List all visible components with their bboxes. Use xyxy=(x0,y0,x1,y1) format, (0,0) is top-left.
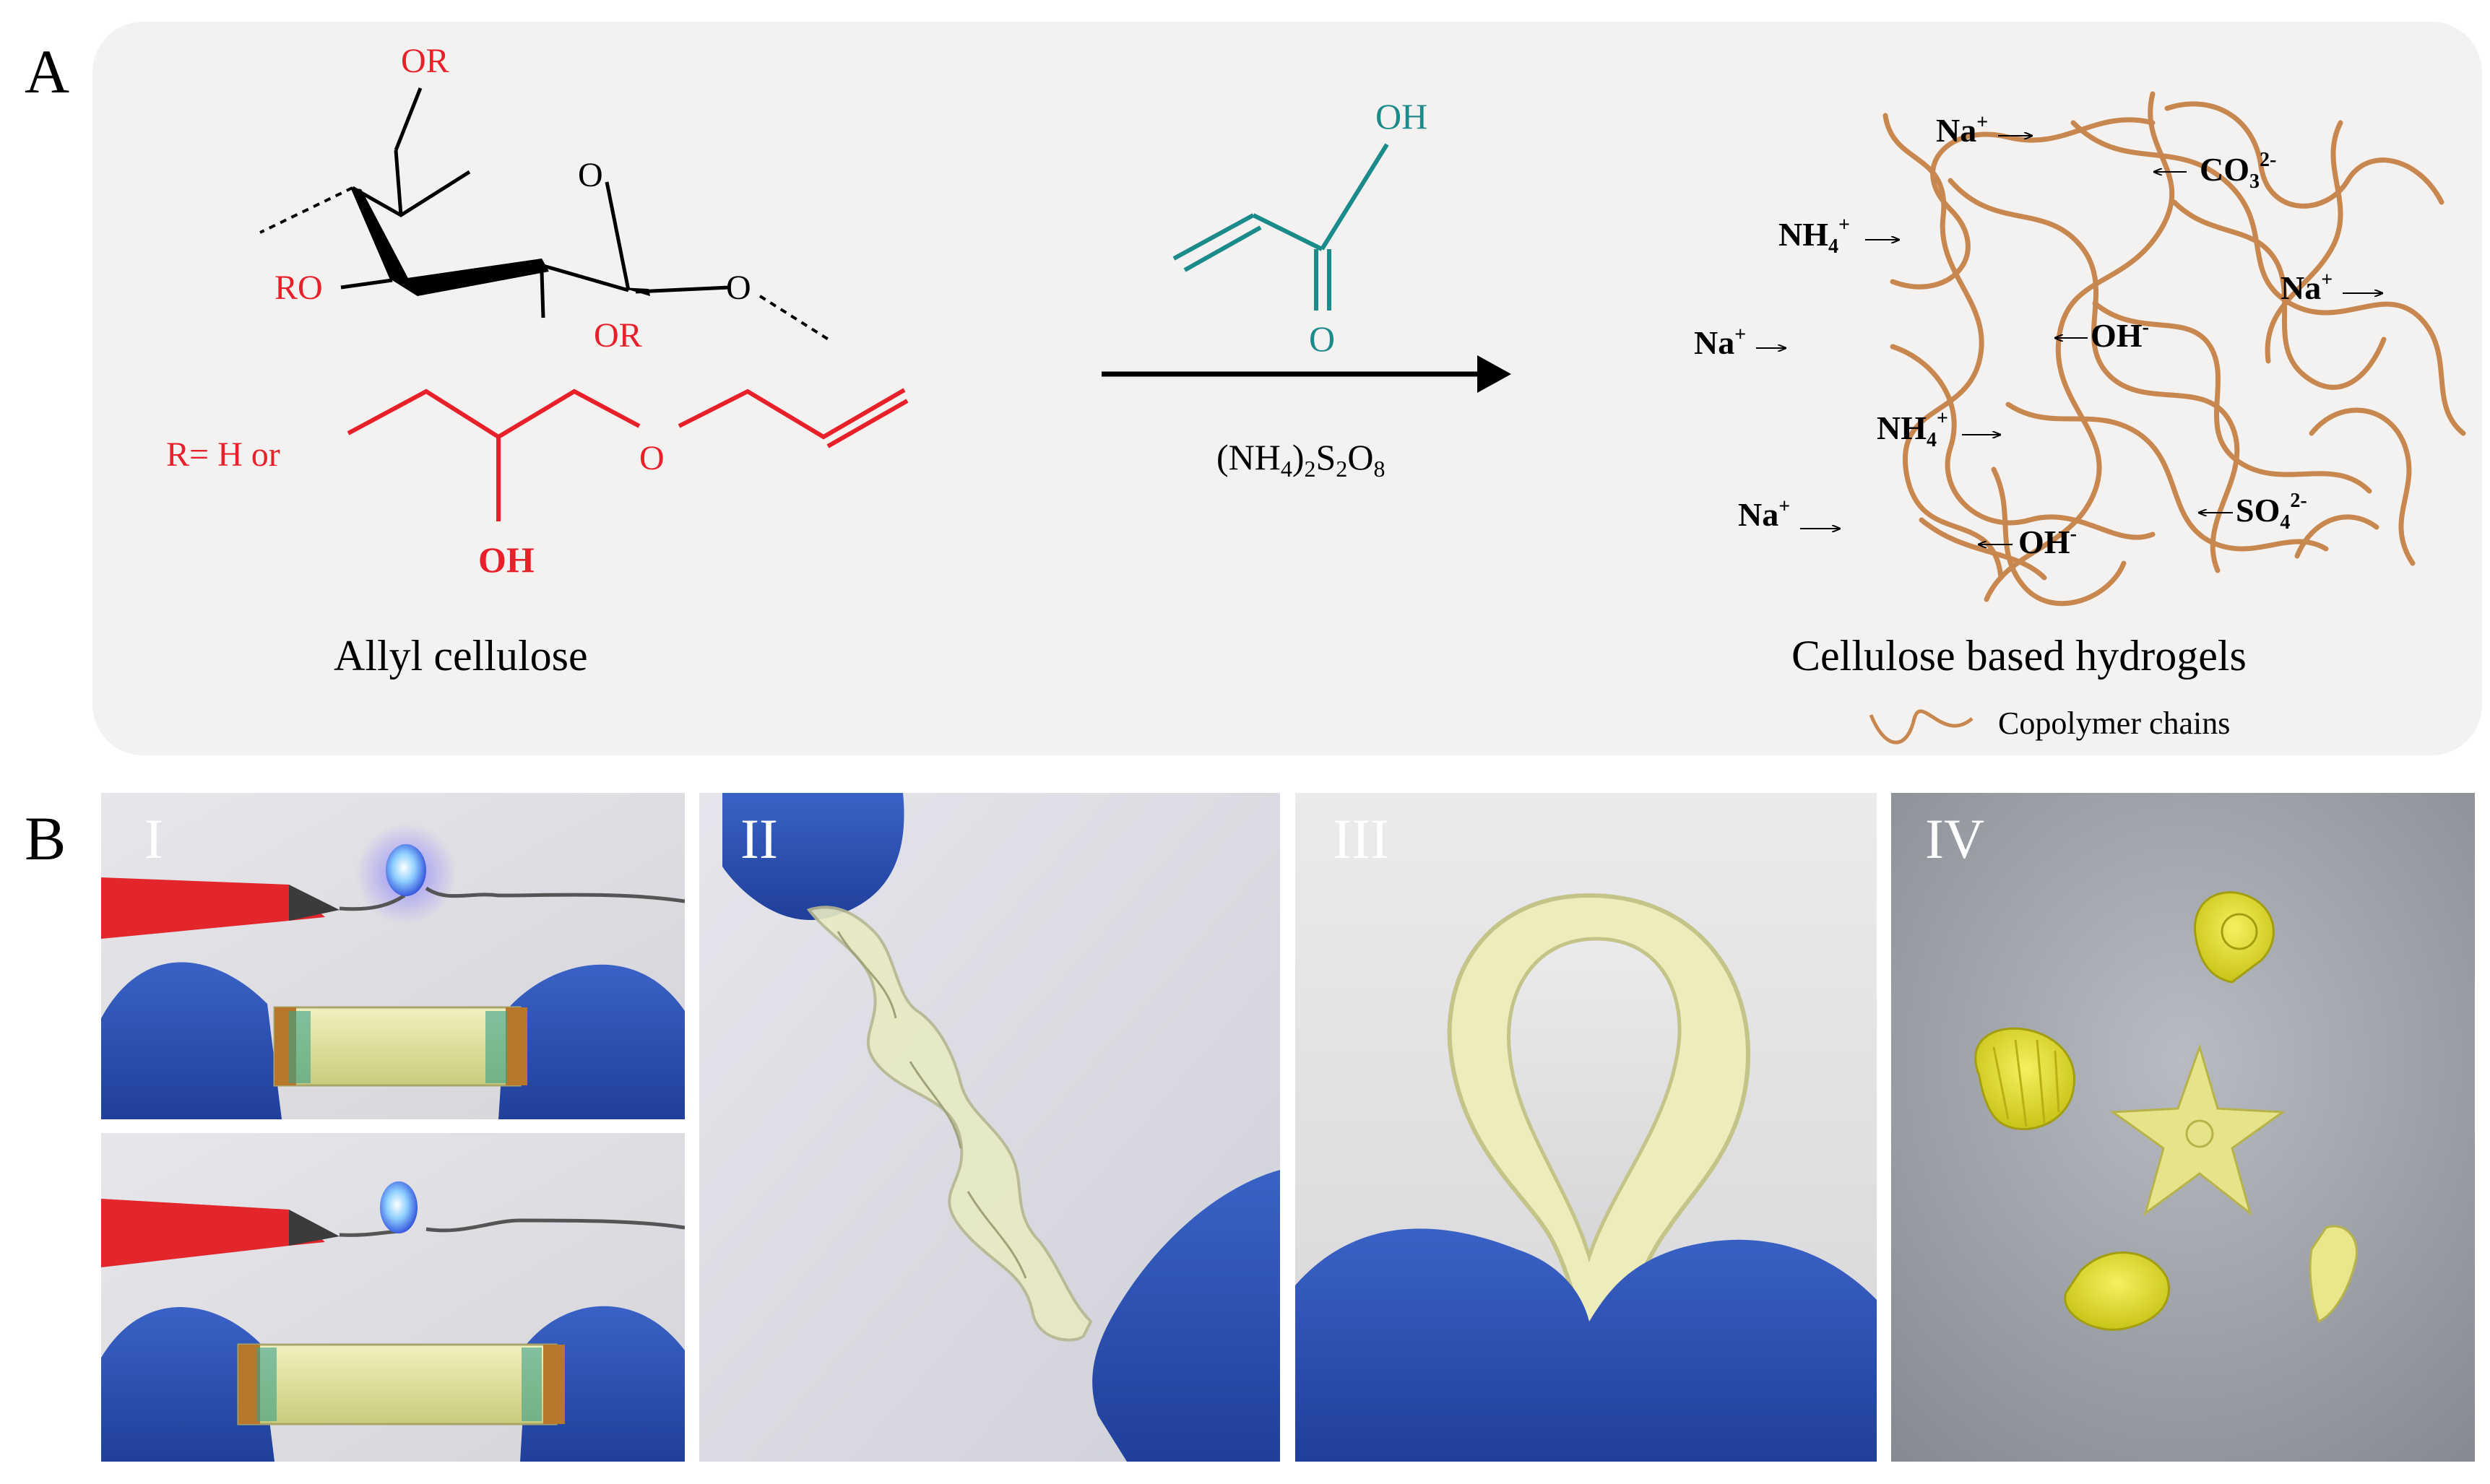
photo-i-top xyxy=(101,793,685,1119)
ion-nh4-1: NH4+ xyxy=(1778,214,1898,258)
ion-na-2: Na+ xyxy=(2281,269,2382,306)
cellulose-structure xyxy=(259,87,832,342)
svg-text:Na+: Na+ xyxy=(2281,269,2333,306)
panel-a-background xyxy=(92,22,2482,755)
legend-label: Copolymer chains xyxy=(1998,706,2230,741)
r-definition-label: R= H or xyxy=(166,435,280,474)
ion-na-4: Na+ xyxy=(1738,495,1839,533)
ion-nh4-2: NH4+ xyxy=(1877,407,2000,451)
hydroxyl-label: OH xyxy=(478,539,535,580)
ether-oxygen-label: O xyxy=(639,439,665,477)
ion-na-1: Na+ xyxy=(1936,111,2031,149)
glycosidic-oxygen-label: O xyxy=(726,269,751,307)
svg-text:OH-: OH- xyxy=(2091,316,2149,354)
copolymer-network xyxy=(1882,91,2466,607)
legend-chain-swatch xyxy=(1869,709,1974,745)
ion-na-3: Na+ xyxy=(1694,324,1785,361)
photo-i-bottom xyxy=(101,1133,685,1462)
photo-iii xyxy=(1295,793,1877,1462)
ion-so4: SO42- xyxy=(2200,490,2307,534)
ion-list: Na+ CO32- NH4+ Na+ Na+ OH- NH4+ Na+ xyxy=(1694,111,2382,560)
svg-text:Na+: Na+ xyxy=(1738,495,1790,533)
photo-label-iii: III xyxy=(1333,807,1389,870)
photo-label-iv: IV xyxy=(1925,807,1984,870)
ion-co3: CO32- xyxy=(2155,149,2276,193)
allyl-cellulose-caption: Allyl cellulose xyxy=(334,632,588,680)
ion-oh-1: OH- xyxy=(2056,316,2149,354)
photo-iv xyxy=(1891,793,2475,1462)
acrylic-o-label: O xyxy=(1309,318,1335,359)
allyl-side-chain xyxy=(347,388,909,521)
initiator-label: (NH4)2S2O8 xyxy=(1216,437,1385,482)
c2-or-label: OR xyxy=(594,316,642,355)
svg-text:OH-: OH- xyxy=(2018,523,2077,560)
c6-or-label: OR xyxy=(401,42,449,80)
acrylic-oh-label: OH xyxy=(1375,96,1427,136)
reaction-arrowhead xyxy=(1477,355,1511,393)
svg-text:Na+: Na+ xyxy=(1936,111,1988,149)
photo-label-i: I xyxy=(144,807,163,870)
svg-text:NH4+: NH4+ xyxy=(1778,214,1850,258)
photo-label-ii: II xyxy=(740,807,778,870)
ion-oh-2: OH- xyxy=(1979,523,2077,560)
c3-ro-label: RO xyxy=(274,269,323,307)
photo-ii xyxy=(699,793,1280,1462)
svg-text:NH4+: NH4+ xyxy=(1877,407,1948,451)
panel-b-letter: B xyxy=(25,804,66,873)
svg-text:SO42-: SO42- xyxy=(2236,490,2307,534)
hydrogel-caption: Cellulose based hydrogels xyxy=(1791,632,2247,680)
acrylic-acid-structure xyxy=(1172,143,1389,311)
svg-text:CO32-: CO32- xyxy=(2200,149,2276,193)
ring-oxygen-label: O xyxy=(578,156,603,194)
panel-a-letter: A xyxy=(25,37,69,106)
svg-text:Na+: Na+ xyxy=(1694,324,1746,361)
